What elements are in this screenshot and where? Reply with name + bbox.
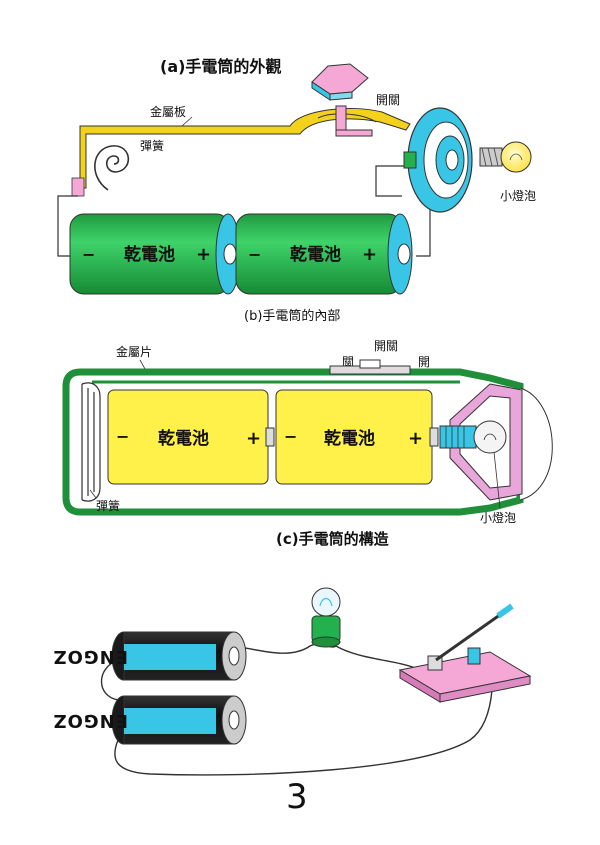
panel-b-interior: 金屬片 開關 關 開 − 乾電池 + [62, 339, 553, 548]
label-bulb-b: 小燈泡 [480, 510, 516, 525]
knife-switch [398, 603, 532, 703]
panel-a-caption: (a)手電筒的外觀 [160, 57, 281, 76]
reflector-b [439, 383, 523, 501]
battery-b-1-label: 乾電池 [158, 428, 209, 449]
battery-a-2-plus: + [362, 244, 377, 265]
battery-c-2-brand: ENGOZ [53, 710, 129, 731]
battery-a-1-plus: + [196, 244, 211, 265]
battery-a-1-label: 乾電池 [124, 244, 175, 265]
metal-plate [79, 105, 411, 189]
panel-b-caption-top: (b)手電筒的內部 [244, 308, 340, 324]
battery-b-2-minus: − [284, 427, 297, 446]
label-metal-plate: 金屬板 [150, 104, 186, 119]
label-switch-a: 開關 [376, 93, 400, 107]
battery-c-1-brand: ENGOZ [53, 646, 129, 667]
battery-c-2: ENGOZ [53, 695, 247, 745]
battery-a-2-label: 乾電池 [290, 244, 341, 265]
battery-a-1-minus: − [82, 245, 95, 264]
battery-a-2: − 乾電池 + [235, 213, 413, 295]
label-bulb-a: 小燈泡 [500, 188, 536, 203]
battery-a-1: − 乾電池 + [69, 213, 241, 295]
reflector-a [403, 107, 473, 213]
page-number: 3 [286, 777, 308, 817]
battery-b-1-plus: + [246, 428, 261, 449]
battery-b-2: − 乾電池 + [275, 389, 439, 485]
wire-c-to-switch [335, 645, 421, 671]
wire-c-return [114, 689, 493, 776]
label-spring-b: 彈簧 [96, 498, 120, 513]
switch-knob [311, 63, 369, 101]
battery-c-1: ENGOZ [53, 631, 247, 681]
battery-b-2-label: 乾電池 [324, 428, 375, 449]
battery-a-2-minus: − [248, 245, 261, 264]
label-switch-b: 開關 [374, 339, 398, 353]
spring-a [71, 145, 130, 197]
panel-a-exterior: (a)手電筒的外觀 開關 金屬板 彈簧 [57, 57, 536, 324]
panel-c-caption: (c)手電筒的構造 [276, 530, 389, 548]
wire-a-right [375, 165, 431, 257]
spring-b [81, 382, 101, 502]
wire-a-left [57, 195, 78, 257]
bulb-c [311, 587, 341, 648]
battery-b-1: − 乾電池 + [107, 389, 275, 485]
battery-b-1-minus: − [116, 427, 129, 446]
label-switch-on: 開 [418, 355, 430, 369]
label-spring-a: 彈簧 [140, 138, 164, 153]
bulb-a [479, 141, 532, 173]
label-metal-strip: 金屬片 [116, 344, 152, 359]
panel-c-circuit: ENGOZ ENGOZ [53, 587, 532, 776]
battery-b-2-plus: + [408, 428, 423, 449]
